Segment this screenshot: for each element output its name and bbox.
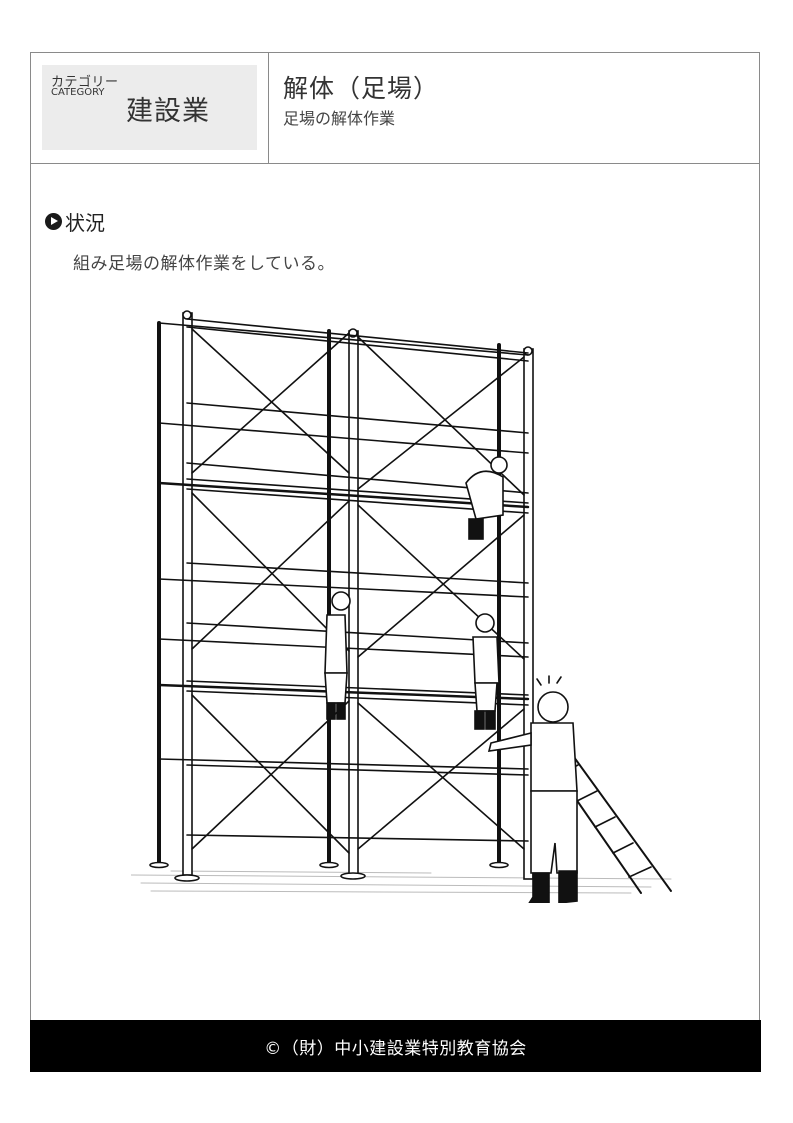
situation-text: 組み足場の解体作業をしている。 [73,254,335,274]
situation-heading: 状況 [45,207,105,236]
situation-title: 状況 [65,211,105,235]
page-subtitle: 足場の解体作業 [283,109,396,128]
page-title: 解体（足場） [283,74,440,103]
category-value: 建設業 [126,96,210,127]
header: カテゴリー CATEGORY 建設業 解体（足場） 足場の解体作業 [31,53,759,164]
copyright-text: ©（財）中小建設業特別教育協会 [264,1038,527,1059]
category-label-en: CATEGORY [51,87,105,98]
header-divider [268,53,269,163]
play-circle-icon [45,213,62,230]
category-label-jp: カテゴリー [51,75,119,90]
page-frame: カテゴリー CATEGORY 建設業 解体（足場） 足場の解体作業 状況 組み足… [30,52,760,1072]
category-box: カテゴリー CATEGORY 建設業 [42,65,257,150]
scaffold-illustration [131,310,672,903]
footer: ©（財）中小建設業特別教育協会 [30,1020,761,1072]
